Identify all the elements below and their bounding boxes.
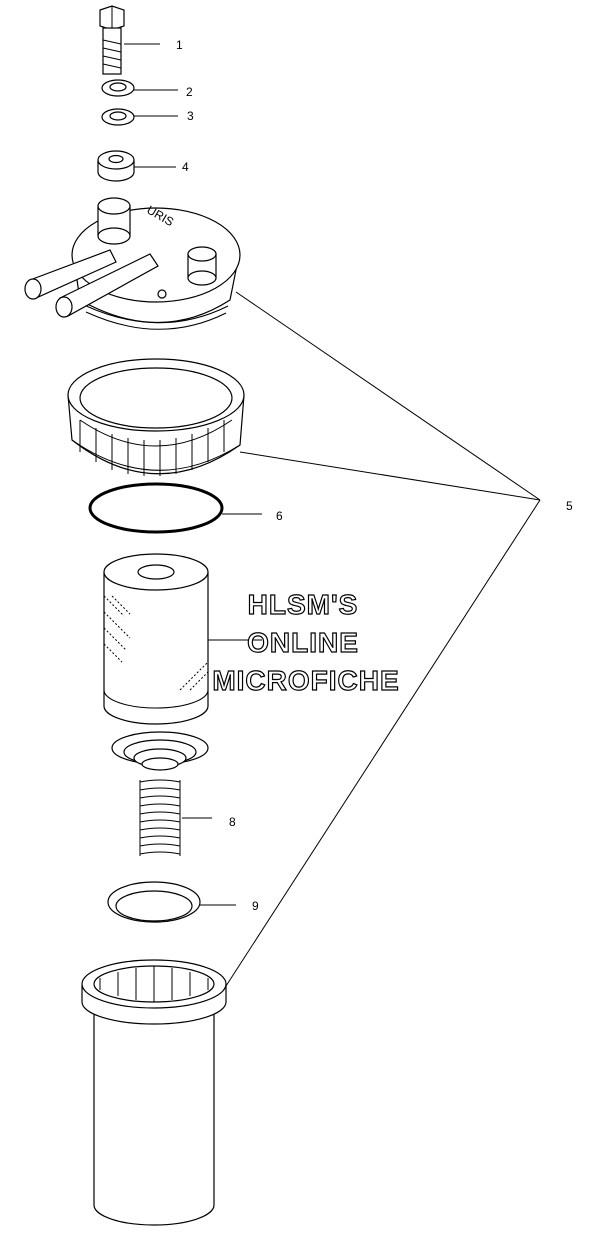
part-8-spring xyxy=(111,731,209,856)
part-3-washer xyxy=(101,108,135,126)
callout-3: 3 xyxy=(187,109,194,123)
callout-1: 1 xyxy=(176,38,183,52)
callout-2: 2 xyxy=(186,85,193,99)
callout-5: 5 xyxy=(566,499,573,513)
filter-element xyxy=(103,553,209,725)
watermark-line-1: HLSM'S xyxy=(248,589,359,620)
watermark-line-3: MICROFICHE xyxy=(212,665,399,696)
leader-5a xyxy=(235,291,541,501)
callout-6: 6 xyxy=(276,509,283,523)
filter-head: URIS xyxy=(24,197,241,330)
part-2-washer xyxy=(101,79,135,97)
part-6-o-ring xyxy=(88,482,224,534)
callout-4: 4 xyxy=(182,160,189,174)
callout-8: 8 xyxy=(229,815,236,829)
leader-5b xyxy=(239,451,541,501)
leader-5c xyxy=(225,499,541,987)
part-4-spacer xyxy=(97,150,135,182)
callout-9: 9 xyxy=(252,899,259,913)
part-1-bolt xyxy=(99,5,125,75)
filter-bowl xyxy=(81,959,227,1226)
locking-ring xyxy=(67,358,245,476)
part-9-seal-ring xyxy=(107,881,201,923)
watermark-line-2: ONLINE xyxy=(247,627,359,658)
